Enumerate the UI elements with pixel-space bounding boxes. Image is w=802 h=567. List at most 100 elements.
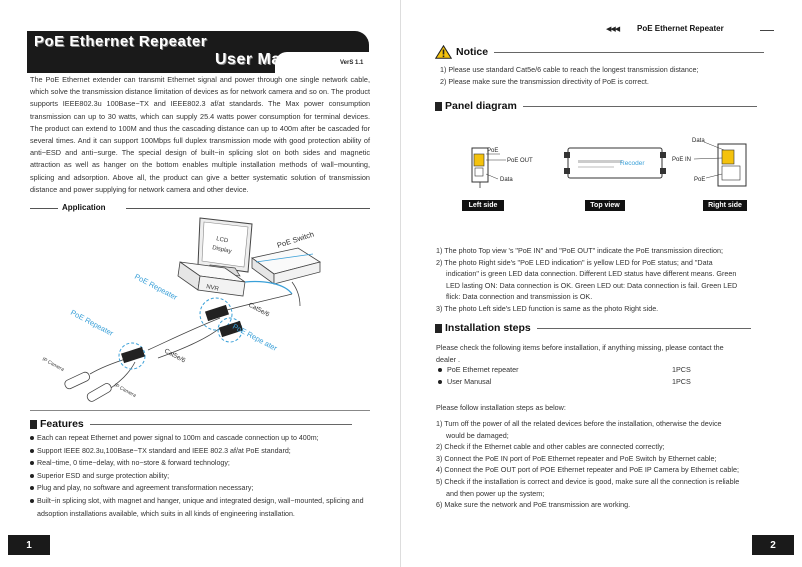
panel-note: indication" is green LED data connection… <box>446 269 737 279</box>
notice-item: 1) Please use standard Cat5e/6 cable to … <box>440 65 699 74</box>
install-step: 2) Check if the Ethernet cable and other… <box>436 442 665 452</box>
install-rule <box>536 327 751 329</box>
top-view-brand: Recoder <box>620 160 645 167</box>
right-side-label: Right side <box>703 200 747 211</box>
install-step: 1) Turn off the power of all the related… <box>436 419 722 428</box>
feature-item: Each can repeat Ethernet and power signa… <box>30 432 375 445</box>
checklist-item-name: PoE Ethernet repeater <box>447 365 519 374</box>
poe-switch-icon: PoE Switch <box>251 229 321 285</box>
repeater-device-1 <box>204 304 230 322</box>
poe-repeater-label-3: PoE Repe ater <box>231 322 279 353</box>
feature-item: Support IEEE 802.3u,100Base−TX standard … <box>30 445 375 458</box>
right-poe-label: PoE <box>694 177 705 183</box>
intro-paragraph: The PoE Ethernet extender can transmit E… <box>30 75 370 194</box>
application-rule-bottom <box>30 410 370 411</box>
checklist-row: PoE Ethernet repeater 1PCS <box>436 364 691 376</box>
panel-note: flick: Data connection and transmission … <box>446 292 593 302</box>
page-fold <box>400 0 401 567</box>
top-view-device: Recoder <box>564 147 666 179</box>
panel-notes: 1) The photo Top view 's "PoE IN" and "P… <box>436 245 788 315</box>
install-intro-line: dealer . <box>436 354 460 364</box>
features-heading: Features <box>30 418 352 430</box>
notice-title: Notice <box>456 46 489 58</box>
repeater-device-2 <box>218 320 244 338</box>
notice-rule <box>494 51 765 53</box>
repeater-device-3 <box>120 346 146 364</box>
ip-camera-icon-1 <box>64 371 90 390</box>
install-step: 6) Make sure the network and PoE transmi… <box>436 500 631 510</box>
poe-repeater-label-1: PoE Repeater <box>133 272 179 302</box>
poe-switch-label: PoE Switch <box>276 229 315 249</box>
running-header: PoE Ethernet Repeater <box>637 24 724 33</box>
left-data-label: Data <box>500 177 513 183</box>
square-bullet-icon <box>435 101 442 111</box>
package-checklist: PoE Ethernet repeater 1PCS User Manusal … <box>436 364 691 388</box>
panel-note: 3) The photo Left side's LED function is… <box>436 303 659 313</box>
bullet-icon <box>438 380 442 384</box>
application-diagram: LCD Display NVR PoE Switch <box>41 217 321 402</box>
checklist-item-name: User Manusal <box>447 377 492 386</box>
notice-item: 2) Please make sure the transmission dir… <box>440 76 649 86</box>
warning-icon <box>435 45 452 59</box>
install-step: 5) Check if the installation is correct … <box>436 476 740 486</box>
feature-item: Built−in splicing slot, with magnet and … <box>30 495 375 520</box>
panel-diagram: PoE PoE OUT Data Recoder Data PoE IN PoE <box>471 138 747 188</box>
features-rule <box>89 423 352 425</box>
banner-notch <box>275 52 369 73</box>
application-label: Application <box>58 203 110 212</box>
right-side-device: Data PoE IN PoE <box>672 138 747 187</box>
lcd-display-icon: LCD Display <box>197 217 253 277</box>
features-title: Features <box>40 418 84 430</box>
ip-camera-icon-2 <box>86 383 112 402</box>
feature-item: Superior ESD and surge protection abilit… <box>30 470 375 483</box>
install-title: Installation steps <box>445 322 531 334</box>
notice-heading: Notice <box>435 45 765 59</box>
ip-camera-label-1: IP Camera <box>41 356 65 373</box>
ip-camera-label-2: IP Camera <box>113 382 137 399</box>
install-intro-line: Please check the following items before … <box>436 343 724 352</box>
panel-heading: Panel diagram <box>435 100 757 112</box>
install-step: and then power up the system; <box>446 488 545 498</box>
checklist-item-qty: 1PCS <box>672 377 691 386</box>
left-poe-out-label: PoE OUT <box>507 158 533 164</box>
page-number-left: 1 <box>8 535 50 555</box>
right-poe-in-label: PoE IN <box>672 157 691 163</box>
left-poe-label: PoE <box>487 148 498 154</box>
checklist-row: User Manusal 1PCS <box>436 376 691 388</box>
panel-note: 1) The photo Top view 's "PoE IN" and "P… <box>436 246 723 255</box>
top-view-label: Top view <box>585 200 625 211</box>
arrows-icon: ◀◀◀ <box>606 26 620 33</box>
install-step: 3) Connect the PoE IN port of PoE Ethern… <box>436 453 717 463</box>
install-step: 4) Connect the PoE OUT port of POE Ether… <box>436 465 739 475</box>
install-intro: Please check the following items before … <box>436 342 788 365</box>
feature-item: Plug and play, no software and agreement… <box>30 482 375 495</box>
lcd-label-2: Display <box>212 245 233 255</box>
page-number-right: 2 <box>752 535 794 555</box>
application-rule-left <box>30 208 60 209</box>
left-side-label: Left side <box>462 200 504 211</box>
version-label: VerS 1.1 <box>340 60 364 66</box>
cable-label-2: Cat5e/6 <box>163 348 187 365</box>
steps-intro: Please follow installation steps as belo… <box>436 403 566 412</box>
bullet-icon <box>438 368 442 372</box>
panel-title: Panel diagram <box>445 100 517 112</box>
square-bullet-icon <box>30 419 37 429</box>
application-rule-right <box>126 208 370 209</box>
features-list: Each can repeat Ethernet and power signa… <box>30 432 375 520</box>
cable-label-1: Cat5e/6 <box>247 302 271 319</box>
notice-list: 1) Please use standard Cat5e/6 cable to … <box>440 64 699 87</box>
panel-note: LED lasting ON: Data connection is OK. G… <box>446 280 738 290</box>
install-steps: 1) Turn off the power of all the related… <box>436 418 792 511</box>
panel-note: 2) The photo Right side's "PoE LED indic… <box>436 257 713 267</box>
nvr-label: NVR <box>206 284 220 293</box>
checklist-item-qty: 1PCS <box>672 365 691 374</box>
right-data-label: Data <box>692 138 705 144</box>
feature-item: Real−time, 0 time−delay, with no−store &… <box>30 457 375 470</box>
left-side-device: PoE PoE OUT Data <box>471 147 533 188</box>
poe-repeater-label-2: PoE Repeater <box>69 308 115 338</box>
install-step: would be damaged; <box>446 430 509 440</box>
install-heading: Installation steps <box>435 322 751 334</box>
lcd-label-1: LCD <box>216 236 230 245</box>
panel-rule <box>522 105 757 107</box>
manual-title-line1: PoE Ethernet Repeater <box>34 33 208 50</box>
